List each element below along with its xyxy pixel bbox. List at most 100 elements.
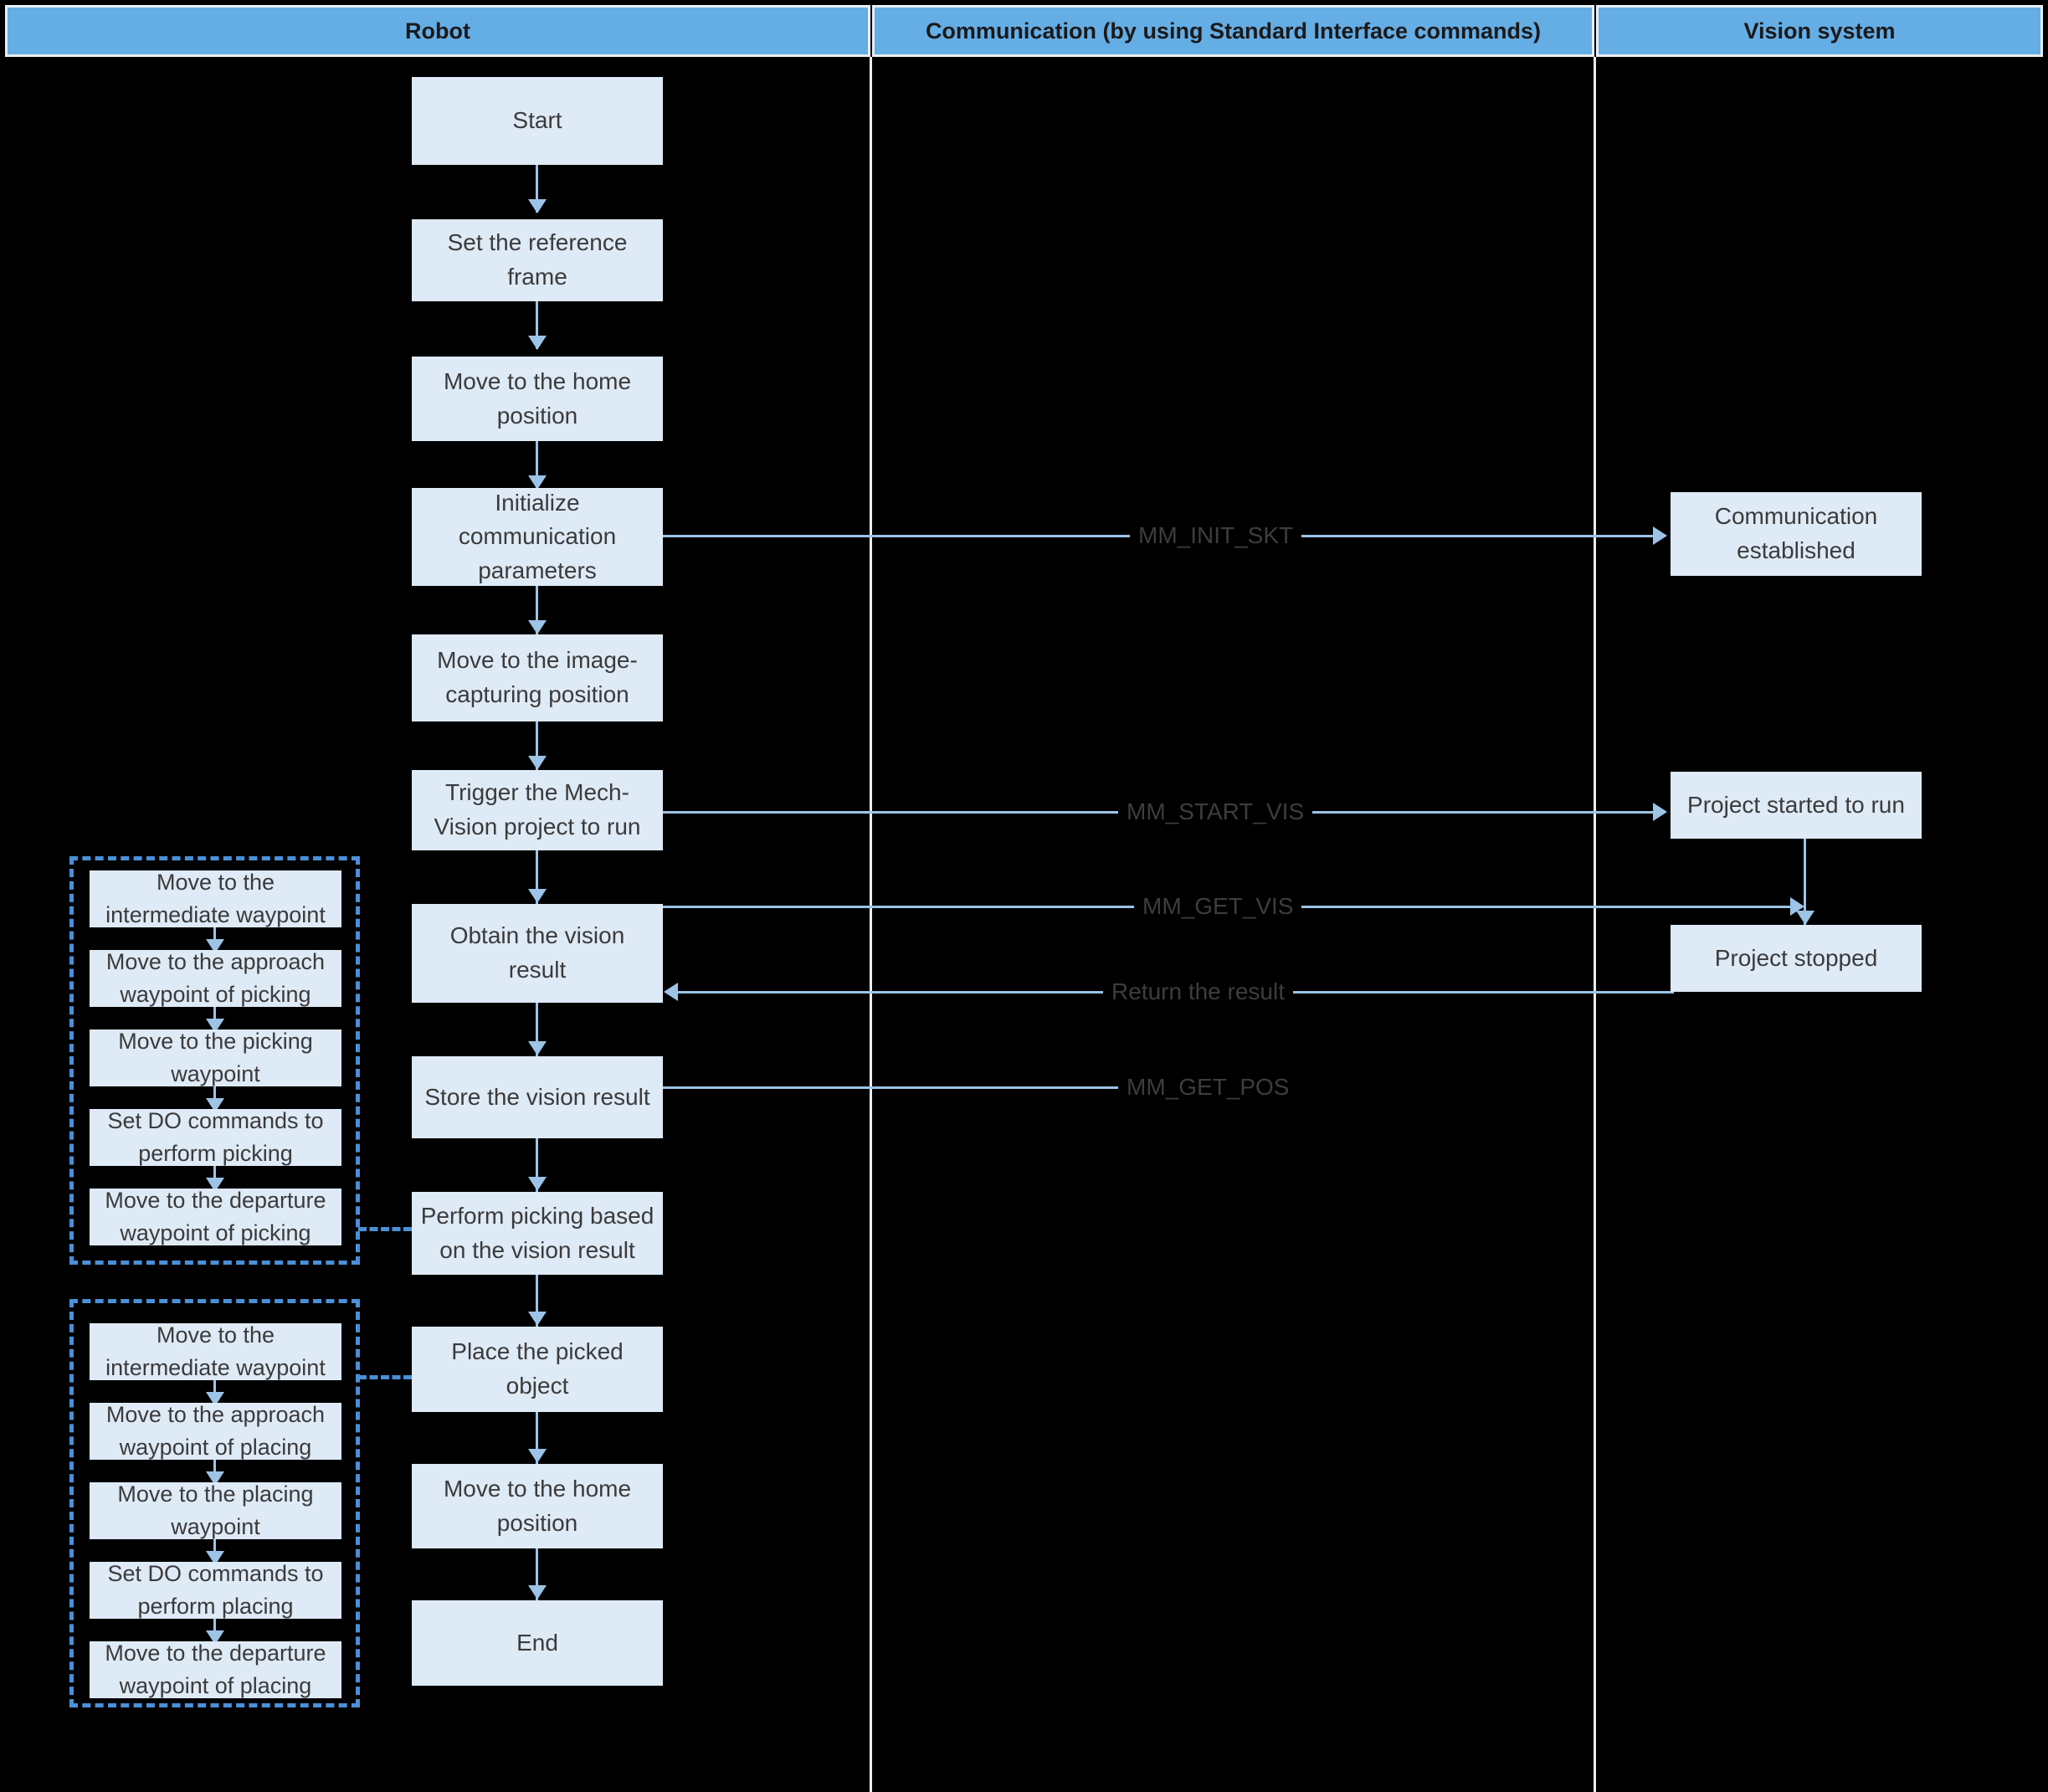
connector-placing-2-3	[213, 1460, 216, 1482]
picking-sequence-group	[69, 856, 360, 1265]
message-label-return-result-text: Return the result	[1111, 978, 1285, 1004]
connector-picking-2-3	[213, 1007, 216, 1030]
process-box-perform-picking-label: Perform picking based on the vision resu…	[420, 1202, 654, 1263]
arrow-home-to-init	[528, 475, 547, 490]
picking-step-do-commands[interactable]: Set DO commands to perform picking	[90, 1108, 341, 1166]
arrow-start-to-setref	[528, 199, 547, 213]
vision-box-comm-established[interactable]: Communication established	[1671, 492, 1922, 576]
placing-step-departure-label: Move to the departure waypoint of placin…	[105, 1640, 326, 1698]
process-box-end[interactable]: End	[412, 1600, 663, 1686]
picking-step-departure-label: Move to the departure waypoint of pickin…	[105, 1187, 326, 1245]
lane-separator-2	[1594, 57, 1596, 1792]
process-box-obtain-result-label: Obtain the vision result	[449, 922, 625, 983]
lane-header-robot: Robot	[5, 5, 870, 57]
arrow-placing-1-2	[206, 1392, 224, 1406]
arrow-store-to-picking	[528, 1177, 547, 1191]
placing-step-do-commands[interactable]: Set DO commands to perform placing	[90, 1561, 341, 1619]
arrow-init-to-capture	[528, 620, 547, 634]
lane-header-communication: Communication (by using Standard Interfa…	[872, 5, 1594, 57]
connector-project-started-to-stopped	[1804, 839, 1806, 925]
arrow-picking-4-5	[206, 1178, 224, 1192]
message-label-mm-get-vis-text: MM_GET_VIS	[1142, 893, 1294, 919]
placing-step-approach-label: Move to the approach waypoint of placing	[105, 1401, 326, 1460]
arrow-trigger-to-obtain	[528, 889, 547, 903]
process-box-move-home-2[interactable]: Move to the home position	[412, 1464, 663, 1548]
process-box-place-object-label: Place the picked object	[451, 1338, 624, 1399]
vision-box-project-started[interactable]: Project started to run	[1671, 772, 1922, 839]
arrow-place-to-home2	[528, 1449, 547, 1463]
placing-sequence-group	[69, 1299, 360, 1707]
placing-step-approach[interactable]: Move to the approach waypoint of placing	[90, 1402, 341, 1460]
arrow-project-started-to-stopped	[1796, 911, 1814, 925]
arrow-picking-to-place	[528, 1312, 547, 1326]
process-box-end-label: End	[516, 1629, 558, 1656]
arrow-return-result	[664, 983, 678, 1001]
process-box-init-comm[interactable]: Initialize communication parameters	[412, 488, 663, 586]
arrow-setref-to-home	[528, 336, 547, 350]
process-box-start[interactable]: Start	[412, 77, 663, 165]
process-box-move-capture[interactable]: Move to the image-capturing position	[412, 634, 663, 721]
process-box-trigger-project-label: Trigger the Mech-Vision project to run	[434, 779, 641, 840]
picking-step-waypoint-label: Move to the picking waypoint	[118, 1028, 313, 1086]
connector-placing-1-2	[213, 1380, 216, 1403]
vision-box-comm-established-label: Communication established	[1714, 503, 1878, 563]
arrow-placing-2-3	[206, 1471, 224, 1486]
dashed-connector-picking-to-perform	[358, 1227, 412, 1231]
arrow-mm-init-skt	[1653, 526, 1667, 545]
connector-picking-1-2	[213, 927, 216, 950]
process-box-store-result[interactable]: Store the vision result	[412, 1056, 663, 1138]
process-box-move-home-2-label: Move to the home position	[443, 1475, 632, 1536]
process-box-trigger-project[interactable]: Trigger the Mech-Vision project to run	[412, 770, 663, 850]
connector-picking-to-place	[536, 1275, 538, 1327]
picking-step-departure[interactable]: Move to the departure waypoint of pickin…	[90, 1188, 341, 1245]
process-box-set-ref-frame[interactable]: Set the reference frame	[412, 219, 663, 301]
placing-step-departure[interactable]: Move to the departure waypoint of placin…	[90, 1641, 341, 1698]
arrow-home2-to-end	[528, 1585, 547, 1599]
picking-step-waypoint[interactable]: Move to the picking waypoint	[90, 1029, 341, 1086]
picking-step-approach-label: Move to the approach waypoint of picking	[105, 948, 326, 1007]
connector-start-to-setref	[536, 165, 538, 213]
process-box-move-home-1[interactable]: Move to the home position	[412, 357, 663, 441]
arrow-placing-4-5	[206, 1630, 224, 1645]
process-box-perform-picking[interactable]: Perform picking based on the vision resu…	[412, 1192, 663, 1275]
arrow-picking-3-4	[206, 1098, 224, 1112]
picking-step-approach[interactable]: Move to the approach waypoint of picking	[90, 949, 341, 1007]
process-box-obtain-result[interactable]: Obtain the vision result	[412, 904, 663, 1003]
connector-obtain-to-store	[536, 1003, 538, 1056]
message-label-mm-init-skt: MM_INIT_SKT	[1130, 522, 1302, 549]
connector-init-to-capture	[536, 586, 538, 634]
picking-step-intermediate[interactable]: Move to the intermediate waypoint	[90, 870, 341, 927]
vision-box-project-stopped[interactable]: Project stopped	[1671, 925, 1922, 992]
process-box-move-home-1-label: Move to the home position	[443, 367, 632, 429]
process-box-place-object[interactable]: Place the picked object	[412, 1327, 663, 1412]
dashed-connector-placing-to-place	[358, 1375, 412, 1379]
placing-step-intermediate-label: Move to the intermediate waypoint	[105, 1322, 326, 1380]
message-label-mm-start-vis: MM_START_VIS	[1118, 798, 1313, 825]
arrow-obtain-to-store	[528, 1041, 547, 1055]
connector-setref-to-home	[536, 301, 538, 349]
message-label-mm-get-pos-text: MM_GET_POS	[1127, 1074, 1290, 1100]
picking-step-intermediate-label: Move to the intermediate waypoint	[105, 869, 326, 927]
placing-step-waypoint[interactable]: Move to the placing waypoint	[90, 1481, 341, 1539]
message-label-return-result: Return the result	[1103, 978, 1293, 1005]
connector-picking-4-5	[213, 1166, 216, 1189]
arrow-capture-to-trigger	[528, 756, 547, 770]
message-label-mm-start-vis-text: MM_START_VIS	[1127, 798, 1305, 824]
arrow-mm-start-vis	[1653, 803, 1667, 821]
connector-place-to-home2	[536, 1412, 538, 1464]
connector-picking-3-4	[213, 1086, 216, 1109]
lane-header-robot-label: Robot	[405, 18, 470, 44]
vision-box-project-stopped-label: Project stopped	[1714, 944, 1878, 971]
connector-home2-to-end	[536, 1548, 538, 1600]
process-box-set-ref-frame-label: Set the reference frame	[447, 229, 628, 290]
lane-header-communication-label: Communication (by using Standard Interfa…	[925, 18, 1542, 44]
connector-store-to-picking	[536, 1138, 538, 1192]
arrow-picking-2-3	[206, 1019, 224, 1033]
process-box-start-label: Start	[512, 107, 562, 134]
arrow-placing-3-4	[206, 1551, 224, 1565]
msgline-mm-get-pos	[663, 1086, 1132, 1089]
message-label-mm-init-skt-text: MM_INIT_SKT	[1138, 522, 1294, 548]
lane-separator-1	[870, 57, 872, 1792]
placing-step-waypoint-label: Move to the placing waypoint	[117, 1481, 314, 1539]
placing-step-intermediate[interactable]: Move to the intermediate waypoint	[90, 1322, 341, 1380]
